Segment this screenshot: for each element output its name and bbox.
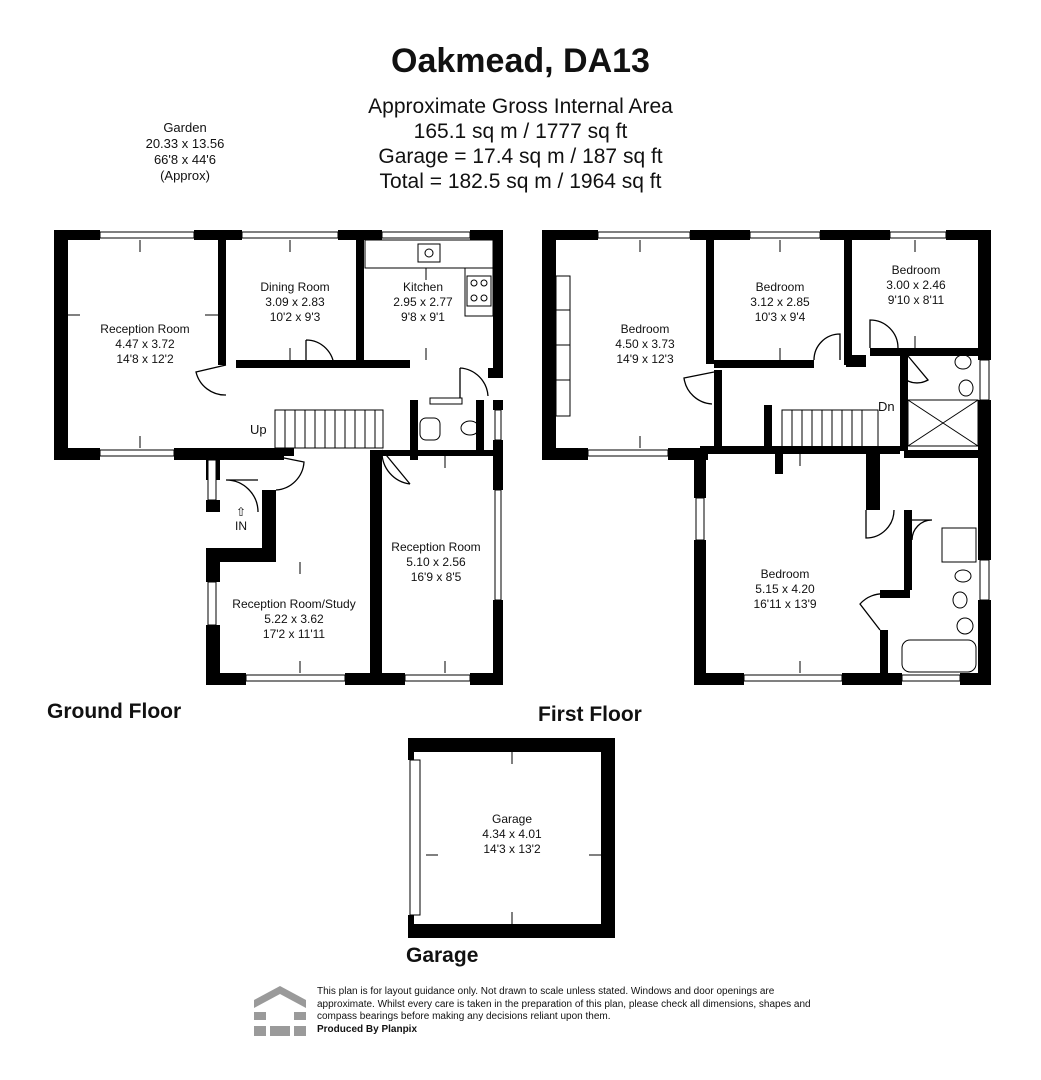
room-garage: Garage 4.34 x 4.01 14'3 x 13'2 bbox=[462, 812, 562, 857]
producer-credit: Produced By Planpix bbox=[317, 1023, 418, 1035]
room-dining: Dining Room 3.09 x 2.83 10'2 x 9'3 bbox=[240, 280, 350, 325]
entrance-marker: ⇧ IN bbox=[232, 505, 250, 533]
garden-note: (Approx) bbox=[160, 168, 210, 183]
area-summary: Approximate Gross Internal Area 165.1 sq… bbox=[0, 94, 1041, 194]
stairs-up-label: Up bbox=[250, 422, 267, 437]
room-bedroom-3: Bedroom 3.00 x 2.46 9'10 x 8'11 bbox=[866, 263, 966, 308]
room-imperial: 16'11 x 13'9 bbox=[753, 597, 817, 611]
area-internal: 165.1 sq m / 1777 sq ft bbox=[413, 120, 628, 143]
plan-title: Oakmead, DA13 bbox=[391, 42, 650, 80]
garden-label: Garden 20.33 x 13.56 66'8 x 44'6 (Approx… bbox=[120, 120, 250, 184]
room-reception-2: Reception Room 5.10 x 2.56 16'9 x 8'5 bbox=[382, 540, 490, 585]
entrance-label: IN bbox=[235, 519, 247, 533]
room-imperial: 9'8 x 9'1 bbox=[401, 310, 445, 324]
room-imperial: 14'8 x 12'2 bbox=[116, 352, 174, 366]
room-name: Reception Room bbox=[100, 322, 190, 336]
garden-metric: 20.33 x 13.56 bbox=[145, 136, 225, 151]
room-kitchen: Kitchen 2.95 x 2.77 9'8 x 9'1 bbox=[378, 280, 468, 325]
room-imperial: 10'2 x 9'3 bbox=[269, 310, 321, 324]
room-imperial: 14'3 x 13'2 bbox=[483, 842, 541, 856]
area-garage: Garage = 17.4 sq m / 187 sq ft bbox=[378, 145, 663, 168]
room-imperial: 10'3 x 9'4 bbox=[754, 310, 806, 324]
room-metric: 3.12 x 2.85 bbox=[750, 295, 810, 309]
disclaimer-text: This plan is for layout guidance only. N… bbox=[317, 986, 811, 1022]
garden-name: Garden bbox=[163, 120, 207, 135]
room-imperial: 17'2 x 11'11 bbox=[262, 627, 326, 641]
room-metric: 4.47 x 3.72 bbox=[115, 337, 175, 351]
garage-floor-label: Garage bbox=[406, 944, 479, 967]
room-name: Garage bbox=[491, 812, 533, 826]
room-imperial: 9'10 x 8'11 bbox=[887, 293, 945, 307]
room-name: Bedroom bbox=[755, 280, 805, 294]
room-metric: 2.95 x 2.77 bbox=[393, 295, 453, 309]
area-total: Total = 182.5 sq m / 1964 sq ft bbox=[379, 170, 662, 193]
room-metric: 5.10 x 2.56 bbox=[406, 555, 466, 569]
room-imperial: 14'9 x 12'3 bbox=[616, 352, 674, 366]
disclaimer: This plan is for layout guidance only. N… bbox=[317, 986, 817, 1036]
room-name: Reception Room bbox=[391, 540, 481, 554]
first-floor-label: First Floor bbox=[538, 703, 642, 726]
room-bedroom-2: Bedroom 3.12 x 2.85 10'3 x 9'4 bbox=[730, 280, 830, 325]
arrow-up-icon: ⇧ bbox=[235, 505, 247, 519]
room-bedroom-4: Bedroom 5.15 x 4.20 16'11 x 13'9 bbox=[735, 567, 835, 612]
room-metric: 4.34 x 4.01 bbox=[482, 827, 542, 841]
room-metric: 5.22 x 3.62 bbox=[264, 612, 324, 626]
area-heading: Approximate Gross Internal Area bbox=[368, 95, 673, 118]
room-metric: 5.15 x 4.20 bbox=[755, 582, 815, 596]
ground-floor-label: Ground Floor bbox=[47, 700, 182, 723]
room-metric: 4.50 x 3.73 bbox=[615, 337, 675, 351]
room-name: Bedroom bbox=[891, 263, 941, 277]
room-imperial: 16'9 x 8'5 bbox=[410, 570, 462, 584]
garden-imperial: 66'8 x 44'6 bbox=[153, 152, 217, 167]
room-study: Reception Room/Study 5.22 x 3.62 17'2 x … bbox=[220, 597, 368, 642]
room-name: Bedroom bbox=[620, 322, 670, 336]
room-metric: 3.09 x 2.83 bbox=[265, 295, 325, 309]
room-name: Bedroom bbox=[760, 567, 810, 581]
room-bedroom-1: Bedroom 4.50 x 3.73 14'9 x 12'3 bbox=[595, 322, 695, 367]
room-name: Dining Room bbox=[260, 280, 330, 294]
room-metric: 3.00 x 2.46 bbox=[886, 278, 946, 292]
room-name: Reception Room/Study bbox=[232, 597, 356, 611]
room-reception-1: Reception Room 4.47 x 3.72 14'8 x 12'2 bbox=[80, 322, 210, 367]
stairs-down-label: Dn bbox=[878, 399, 895, 414]
room-name: Kitchen bbox=[402, 280, 444, 294]
